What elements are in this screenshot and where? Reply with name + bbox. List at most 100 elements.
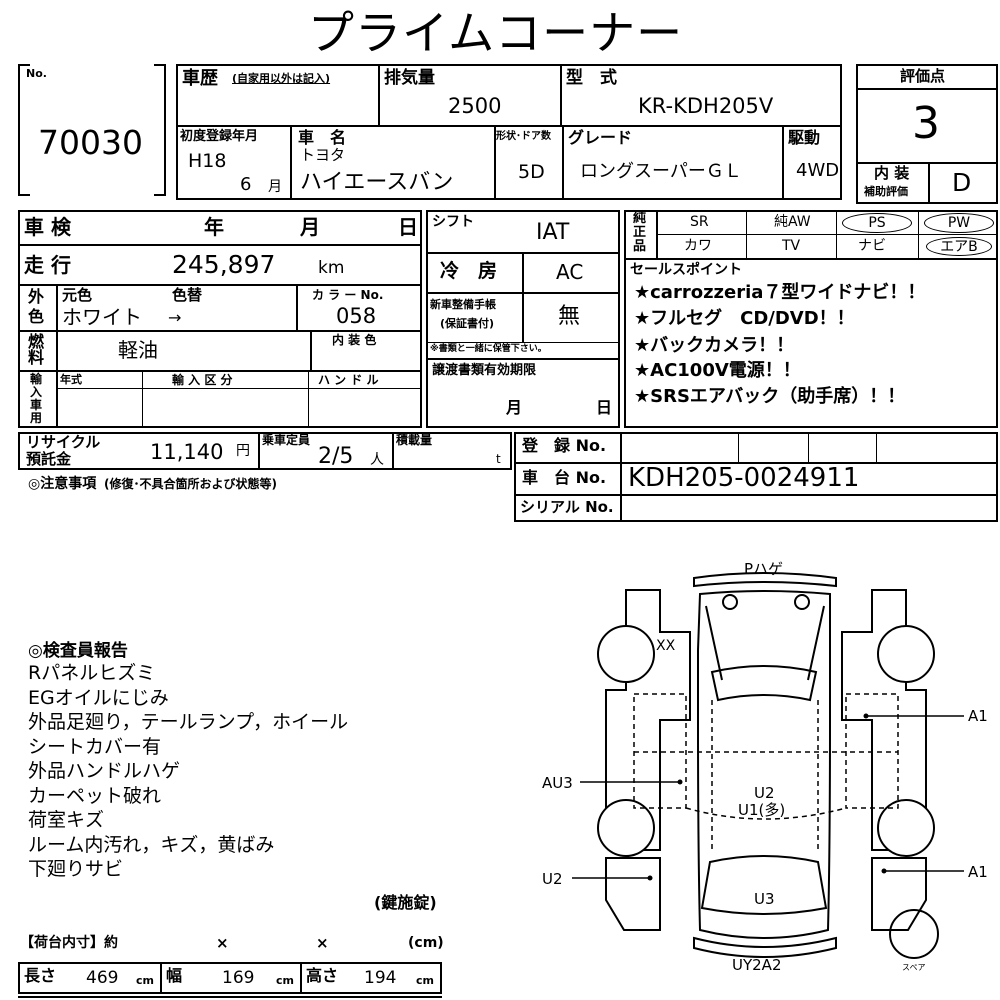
transfer-month: 月 — [506, 398, 523, 417]
first-reg-label: 初度登録年月 — [180, 129, 259, 144]
model-value: KR-KDH205V — [638, 94, 774, 118]
shift-value: IAT — [536, 220, 570, 245]
equipment-table — [426, 210, 620, 428]
inspector-title: ◎検査員報告 — [28, 641, 128, 661]
transfer-label: 譲渡書類有効期限 — [432, 363, 537, 378]
notes-sublabel: (修復･不具合箇所および状態等) — [104, 477, 277, 491]
diagram-label-a1-bottom: A1 — [968, 863, 988, 881]
score-box — [856, 64, 998, 204]
mileage-label: 走 行 — [24, 253, 71, 277]
serial-label: シリアル No. — [520, 498, 614, 516]
inspection-year: 年 — [204, 215, 224, 239]
shape-label: 形状･ドア数 — [496, 131, 551, 142]
options-side-1: 純 — [633, 211, 647, 226]
recycle-unit: 円 — [236, 443, 250, 459]
cargo-length: 469 — [86, 968, 119, 988]
capacity-value: 2/5 — [318, 444, 354, 469]
sales-point-5: ★SRSエアバック（助手席）！！ — [634, 386, 906, 407]
diagram-label-p: Pハゲ — [744, 560, 783, 578]
score-label: 評価点 — [900, 67, 946, 85]
sales-point-1: ★carrozzeria７型ワイドナビ！！ — [634, 282, 926, 303]
displacement-value: 2500 — [448, 94, 502, 118]
diagram-label-a1-top: A1 — [968, 707, 988, 725]
manual-sublabel: (保証書付) — [440, 317, 495, 330]
model-label: 型 式 — [566, 68, 617, 88]
sales-label: セールスポイント — [630, 262, 742, 278]
shape-value: 5D — [518, 161, 545, 183]
color-arrow: → — [168, 308, 182, 327]
cargo-height-unit: cm — [416, 974, 434, 987]
manual-value: 無 — [558, 304, 581, 329]
option-leather: カワ — [684, 238, 712, 254]
import-side-3: 車 — [30, 398, 43, 412]
key-lock-note: (鍵施錠) — [374, 893, 437, 912]
option-navi: ナビ — [858, 238, 886, 254]
inspector-line: カーペット破れ — [28, 785, 162, 807]
chassis-label: 車 台 No. — [522, 468, 607, 487]
fuel-side-1: 燃 — [28, 332, 45, 351]
interior-score-value: D — [952, 168, 972, 197]
recycle-table — [18, 432, 512, 470]
color-code-label: カ ラ ー No. — [312, 288, 384, 302]
options-side-3: 品 — [633, 239, 647, 254]
cargo-width: 169 — [222, 968, 255, 988]
lot-number: 70030 — [38, 123, 143, 162]
inspection-month: 月 — [300, 215, 320, 239]
diagram-label-spare: スペア — [902, 963, 925, 972]
inspection-day: 日 — [398, 215, 418, 239]
diagram-label-u2-left: U2 — [542, 870, 563, 888]
inspector-line: ルーム内汚れ，キズ，黄ばみ — [28, 834, 275, 856]
car-name: ハイエースバン — [300, 170, 454, 195]
cargo-unit: (cm) — [408, 935, 444, 951]
inspection-label: 車 検 — [24, 215, 71, 239]
orig-color-label: 元色 — [62, 286, 93, 304]
inspector-line: EGオイルにじみ — [28, 687, 169, 709]
capacity-unit: 人 — [370, 452, 384, 468]
car-name-label: 車 名 — [298, 128, 347, 147]
option-aw: 純AW — [774, 214, 811, 230]
import-side-2: 入 — [30, 385, 43, 399]
change-color-label: 色替 — [172, 286, 203, 304]
drive-label: 駆動 — [788, 128, 821, 147]
diagram-label-u3: U3 — [754, 890, 775, 908]
color-value: ホワイト — [62, 305, 142, 329]
import-year-label: 年式 — [60, 373, 82, 386]
sales-point-4: ★AC100V電源！！ — [634, 360, 801, 381]
registration-table — [514, 432, 998, 522]
notes-label: ◎注意事項 — [28, 476, 97, 492]
load-label: 積載量 — [396, 433, 433, 447]
import-class-label: 輸 入 区 分 — [172, 373, 233, 387]
ac-label: 冷 房 — [440, 260, 498, 282]
first-reg-month-unit: 月 — [268, 179, 282, 195]
drive-value: 4WD — [796, 160, 840, 181]
option-ps: PS — [842, 213, 912, 233]
options-sales-box — [624, 210, 998, 428]
first-reg-year: H18 — [188, 150, 227, 172]
option-sr: SR — [690, 214, 709, 230]
cargo-height-label: 高さ — [306, 966, 339, 985]
displacement-label: 排気量 — [384, 68, 435, 88]
cargo-table — [18, 962, 442, 994]
inspector-line: 荷室キズ — [28, 809, 105, 831]
grade-label: グレード — [568, 128, 633, 147]
lot-number-label: No. — [26, 67, 47, 80]
manual-label: 新車整備手帳 — [430, 298, 496, 311]
cargo-x1: × — [216, 934, 229, 952]
chassis-number: KDH205-0024911 — [628, 463, 860, 493]
mileage-unit: km — [318, 258, 345, 278]
sales-point-3: ★バックカメラ！！ — [634, 335, 795, 356]
option-tv: TV — [782, 238, 801, 254]
cargo-height: 194 — [364, 968, 397, 988]
page-title: プライムコーナー — [308, 6, 684, 60]
fuel-value: 軽油 — [118, 338, 158, 362]
diagram-label-au3: AU3 — [542, 774, 573, 792]
fuel-side-2: 料 — [28, 348, 45, 367]
color-side-1: 外 — [28, 287, 45, 306]
import-side-1: 輸 — [30, 372, 43, 386]
option-pw: PW — [924, 213, 994, 233]
sales-point-2: ★フルセグ CD/DVD！！ — [634, 308, 855, 329]
options-side-2: 正 — [633, 225, 647, 240]
transfer-day: 日 — [596, 398, 613, 417]
shift-label: シフト — [432, 214, 474, 230]
handle-label: ハ ン ド ル — [318, 373, 379, 387]
